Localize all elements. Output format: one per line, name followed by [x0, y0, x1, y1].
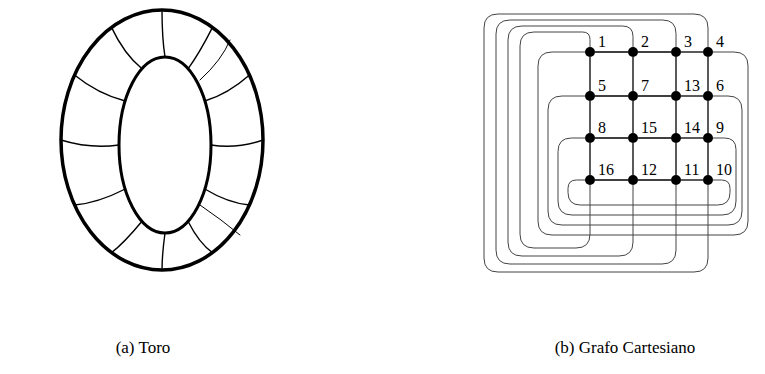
graph-vertex: 6 [703, 91, 713, 101]
vertex-number: 9 [716, 120, 724, 136]
vertex-number: 10 [716, 162, 732, 178]
torus-meridians [61, 10, 263, 270]
grid-edge [681, 179, 703, 180]
grid-edge [632, 57, 633, 91]
grid-edge [595, 95, 628, 96]
wraparound-edge [538, 52, 748, 235]
vertex-number: 5 [598, 78, 606, 94]
graph-vertex: 11 [671, 175, 681, 185]
vertex-number: 3 [684, 34, 692, 50]
grid-edge [589, 57, 590, 91]
grid-edge [675, 57, 676, 91]
wraparound-edge [558, 138, 736, 215]
graph-vertex: 3 [671, 47, 681, 57]
vertex-number: 12 [641, 162, 657, 178]
wraparound-edge [548, 96, 742, 225]
graph-vertex: 15 [628, 133, 638, 143]
graph-vertex: 8 [585, 133, 595, 143]
grid-edge [595, 51, 628, 52]
vertex-number: 2 [641, 34, 649, 50]
graph-vertex: 1 [585, 47, 595, 57]
grid-edge [638, 51, 671, 52]
graph-vertex: 2 [628, 47, 638, 57]
vertex-number: 15 [641, 120, 657, 136]
grid-edge [638, 95, 671, 96]
wraparound-edge [484, 14, 708, 272]
wraparound-edge [520, 32, 590, 248]
graph-vertex: 9 [703, 133, 713, 143]
grid-edge [681, 95, 703, 96]
torus-hole [119, 57, 211, 233]
grid-edge [675, 101, 676, 133]
wraparound-edge [508, 26, 633, 256]
vertex-number: 14 [684, 120, 700, 136]
vertex-number: 16 [598, 162, 614, 178]
graph-vertex: 7 [628, 91, 638, 101]
torus-outer-rim [61, 10, 263, 270]
wraparound-edge [496, 20, 676, 264]
grid-edge [681, 137, 703, 138]
grid-edge [632, 101, 633, 133]
grid-edge [681, 51, 703, 52]
graph-vertex: 14 [671, 133, 681, 143]
grid-edge [589, 101, 590, 133]
vertex-number: 4 [716, 34, 724, 50]
graph-vertex: 12 [628, 175, 638, 185]
grid-edge [638, 179, 671, 180]
grid-edge [632, 143, 633, 175]
grid-edge [638, 137, 671, 138]
grid-edge [589, 143, 590, 175]
graph-vertex: 16 [585, 175, 595, 185]
vertex-number: 7 [641, 78, 649, 94]
grid-edge [675, 143, 676, 175]
graph-vertex: 13 [671, 91, 681, 101]
grid-edge [707, 101, 708, 133]
vertex-number: 8 [598, 120, 606, 136]
subfigure-caption: (a) Toro [116, 338, 171, 358]
vertex-number: 6 [716, 78, 724, 94]
subfigure-caption: (b) Grafo Cartesiano [555, 338, 696, 358]
graph-vertex: 5 [585, 91, 595, 101]
grid-edge [595, 179, 628, 180]
grid-edge [595, 137, 628, 138]
grid-edge [707, 57, 708, 91]
vertex-number: 11 [684, 162, 699, 178]
vertex-number: 1 [598, 34, 606, 50]
vertex-number: 13 [684, 78, 700, 94]
graph-vertex: 4 [703, 47, 713, 57]
graph-vertex: 10 [703, 175, 713, 185]
grid-edge [707, 143, 708, 175]
